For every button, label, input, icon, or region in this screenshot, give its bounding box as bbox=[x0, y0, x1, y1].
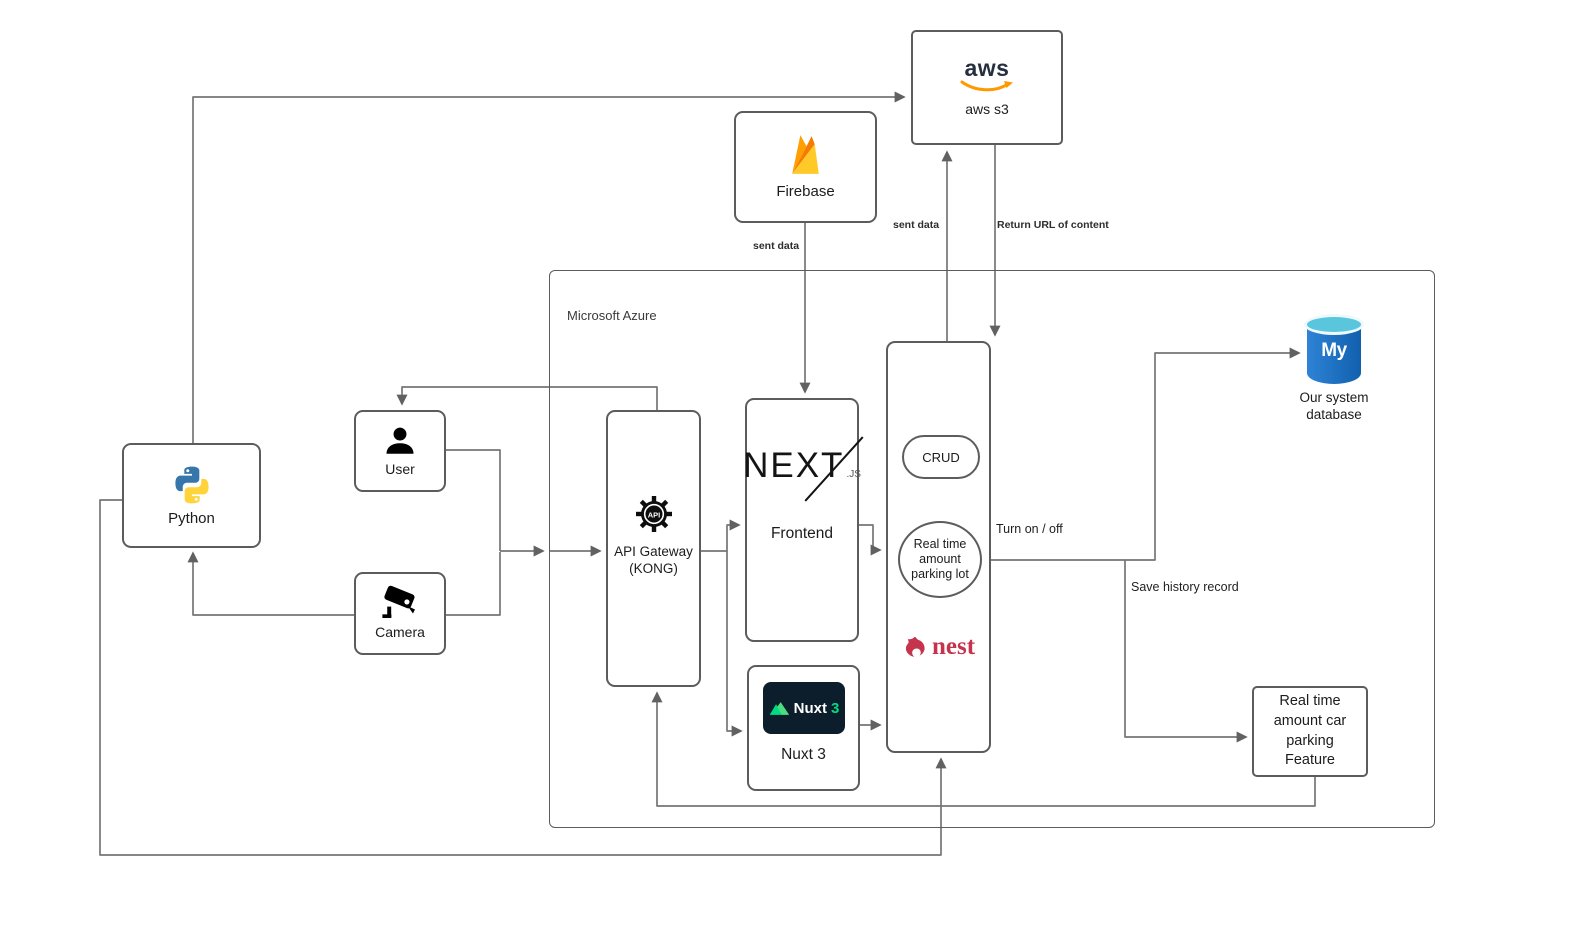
database-label: Our system database bbox=[1299, 390, 1369, 422]
camera-icon bbox=[382, 586, 416, 619]
node-feature: Real time amount car parking Feature bbox=[1252, 686, 1368, 777]
nest-logo: nest bbox=[888, 633, 989, 661]
crud-shape: CRUD bbox=[902, 435, 980, 479]
api-gateway-label: API Gateway (KONG) bbox=[614, 544, 693, 576]
edge-user-to-junction bbox=[446, 449, 501, 551]
node-python: Python bbox=[122, 443, 261, 548]
feature-label: Real time amount car parking Feature bbox=[1273, 693, 1347, 769]
node-frontend: NEXT.JS Frontend bbox=[743, 398, 864, 642]
node-firebase: Firebase bbox=[734, 111, 877, 223]
python-label: Python bbox=[168, 509, 215, 527]
node-camera: Camera bbox=[354, 572, 446, 655]
nuxt-mountain-icon bbox=[769, 701, 789, 715]
nest-cat-icon bbox=[905, 636, 925, 657]
aws-smile-icon bbox=[960, 80, 1013, 91]
python-icon bbox=[174, 466, 209, 503]
edge-label-turn-on-off: Turn on / off bbox=[996, 522, 1063, 536]
node-api-gateway: API API Gateway (KONG) bbox=[606, 410, 701, 687]
node-aws-s3: aws aws s3 bbox=[911, 30, 1063, 145]
mysql-database-icon: My bbox=[1304, 314, 1364, 384]
node-backend-nest: CRUD Real time amount parking lot nest bbox=[886, 341, 991, 753]
node-user: User bbox=[354, 410, 446, 492]
edge-camera-to-python bbox=[187, 551, 354, 616]
api-gear-icon: API bbox=[635, 496, 672, 532]
aws-s3-label: aws s3 bbox=[965, 100, 1009, 117]
aws-logo-icon: aws bbox=[959, 56, 1015, 93]
realtime-parking-shape: Real time amount parking lot bbox=[898, 521, 982, 598]
azure-label: Microsoft Azure bbox=[567, 308, 657, 323]
edge-camera-to-junction bbox=[446, 552, 501, 616]
edge-label-backend-sent-data: sent data bbox=[893, 219, 940, 231]
firebase-label: Firebase bbox=[776, 183, 835, 201]
camera-label: Camera bbox=[375, 624, 425, 641]
edge-label-return-url: Return URL of content bbox=[997, 219, 1109, 231]
api-gear-text: API bbox=[647, 510, 660, 519]
edge-label-firebase-sent-data: sent data bbox=[753, 240, 800, 252]
edge-label-save-history: Save history record bbox=[1131, 580, 1239, 594]
azure-container bbox=[549, 270, 1435, 828]
frontend-label: Frontend bbox=[770, 525, 834, 542]
user-icon bbox=[386, 427, 414, 454]
nextjs-logo-icon: NEXT.JS bbox=[743, 436, 864, 502]
nuxt3-label: Nuxt 3 bbox=[781, 746, 826, 763]
firebase-icon bbox=[792, 135, 819, 175]
user-label: User bbox=[385, 461, 415, 478]
